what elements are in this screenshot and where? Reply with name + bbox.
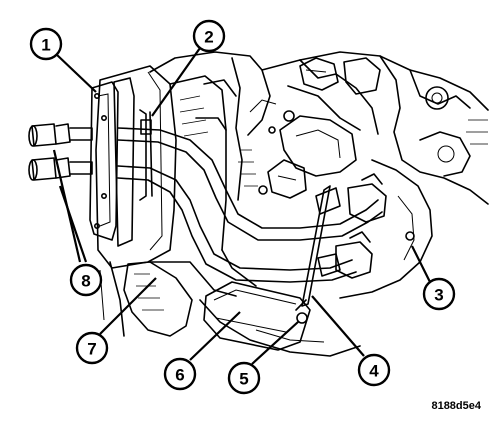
callout-7: 7 [75,331,109,365]
callout-2-label: 2 [204,28,213,47]
heater-hose-tubes [117,109,383,283]
callout-3: 3 [422,277,456,311]
engine-compartment-structure [149,51,489,299]
callout-2: 2 [192,19,226,53]
callout-7-label: 7 [87,340,96,359]
callout-6-label: 6 [175,366,184,385]
hvac-housing [95,65,361,357]
callout-8-label: 8 [81,272,90,291]
callout-3-label: 3 [434,286,443,305]
callout-8: 8 [69,263,103,297]
hose-support-bracket [295,185,331,324]
heater-core-cover [203,281,311,351]
figure-code: 8188d5e4 [431,400,481,412]
callout-5-label: 5 [239,370,248,389]
heater-core-seal-plate [89,81,119,241]
callout-leader-lines [52,47,431,365]
callout-4: 4 [357,353,391,387]
callout-1-label: 1 [41,36,50,55]
callout-6: 6 [163,357,197,391]
callout-4-label: 4 [369,362,379,381]
heater-core-tube-stubs [28,123,93,181]
callout-1: 1 [29,27,63,61]
callout-5: 5 [227,361,261,395]
